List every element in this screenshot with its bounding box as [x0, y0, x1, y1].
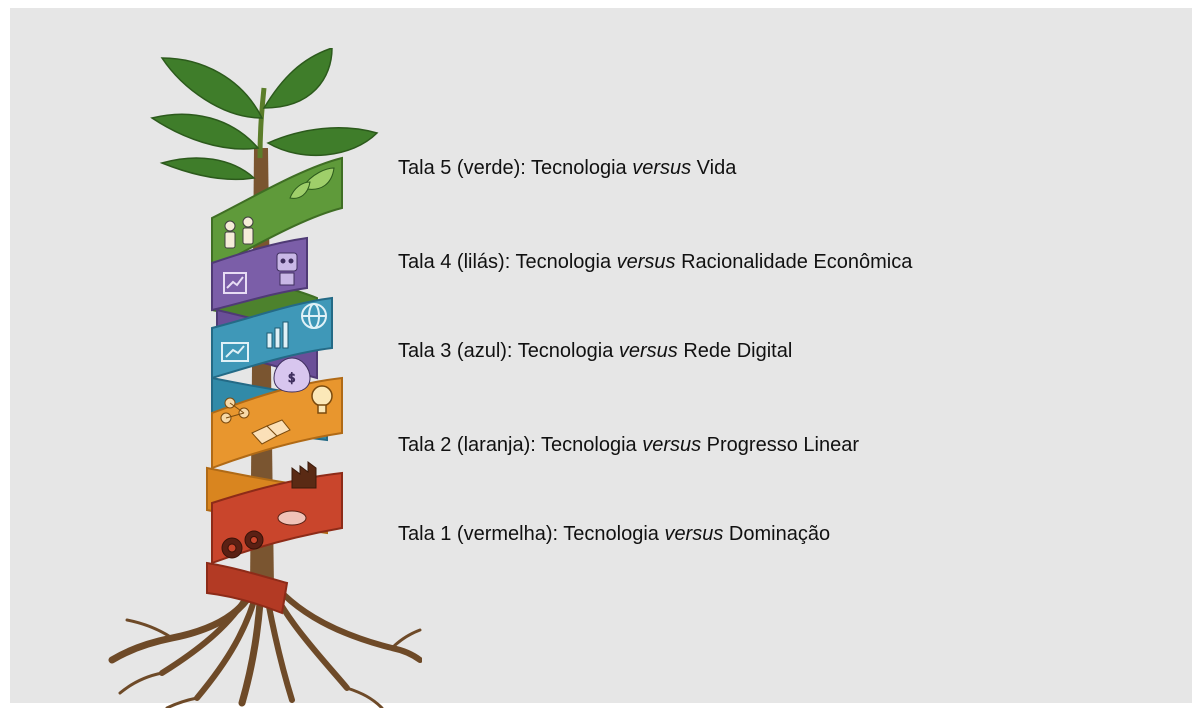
legend-item-emphasis: versus	[664, 523, 724, 545]
legend-item-prefix: Tala 4 (lilás): Tecnologia	[398, 251, 617, 273]
legend-item-prefix: Tala 1 (vermelha): Tecnologia	[398, 523, 665, 545]
legend-item-tala-5: Tala 5 (verde): Tecnologia versus Vida	[398, 156, 736, 180]
legend-item-prefix: Tala 2 (laranja): Tecnologia	[398, 434, 643, 456]
diagram-panel: $ Tala 5 (verde): Tecnologia versus V	[10, 8, 1192, 708]
legend-item-suffix: Racionalidade Econômica	[675, 251, 913, 273]
legend-item-emphasis: versus	[642, 434, 702, 456]
legend-item-suffix: Dominação	[723, 523, 831, 545]
tools-icon	[277, 510, 307, 526]
robot-icon	[276, 252, 298, 286]
globe-icon	[301, 303, 327, 329]
legend-item-emphasis: versus	[616, 251, 676, 273]
legend-item-tala-2: Tala 2 (laranja): Tecnologia versus Prog…	[398, 433, 859, 457]
legend-item-tala-1: Tala 1 (vermelha): Tecnologia versus Dom…	[398, 522, 830, 546]
network-icon	[220, 397, 250, 424]
leaf-icon	[289, 167, 335, 199]
legend-item-emphasis: versus	[632, 157, 692, 179]
legend-item-emphasis: versus	[618, 340, 678, 362]
tree-spiral-illustration: $	[108, 48, 422, 708]
handshake-icon	[251, 419, 291, 445]
gear-icon	[221, 530, 264, 559]
legend-item-prefix: Tala 3 (azul): Tecnologia	[398, 340, 619, 362]
money-bag-icon: $	[273, 357, 311, 393]
legend-item-suffix: Vida	[691, 157, 737, 179]
legend-item-prefix: Tala 5 (verde): Tecnologia	[398, 157, 633, 179]
legend-item-suffix: Progresso Linear	[701, 434, 859, 456]
leaves	[150, 48, 379, 181]
svg-text:$: $	[288, 371, 296, 385]
legend-item-tala-3: Tala 3 (azul): Tecnologia versus Rede Di…	[398, 339, 792, 363]
legend-item-tala-4: Tala 4 (lilás): Tecnologia versus Racion…	[398, 250, 912, 274]
bar-chart-icon	[266, 321, 289, 349]
factory-icon	[291, 461, 317, 489]
legend-item-suffix: Rede Digital	[677, 340, 793, 362]
people-icon	[224, 216, 254, 249]
ribbon-red	[211, 471, 343, 565]
legend: Tala 5 (verde): Tecnologia versus Vida T…	[398, 8, 1198, 708]
chart-icon	[223, 272, 247, 294]
lightbulb-icon	[311, 385, 333, 414]
presentation-icon	[221, 342, 249, 362]
